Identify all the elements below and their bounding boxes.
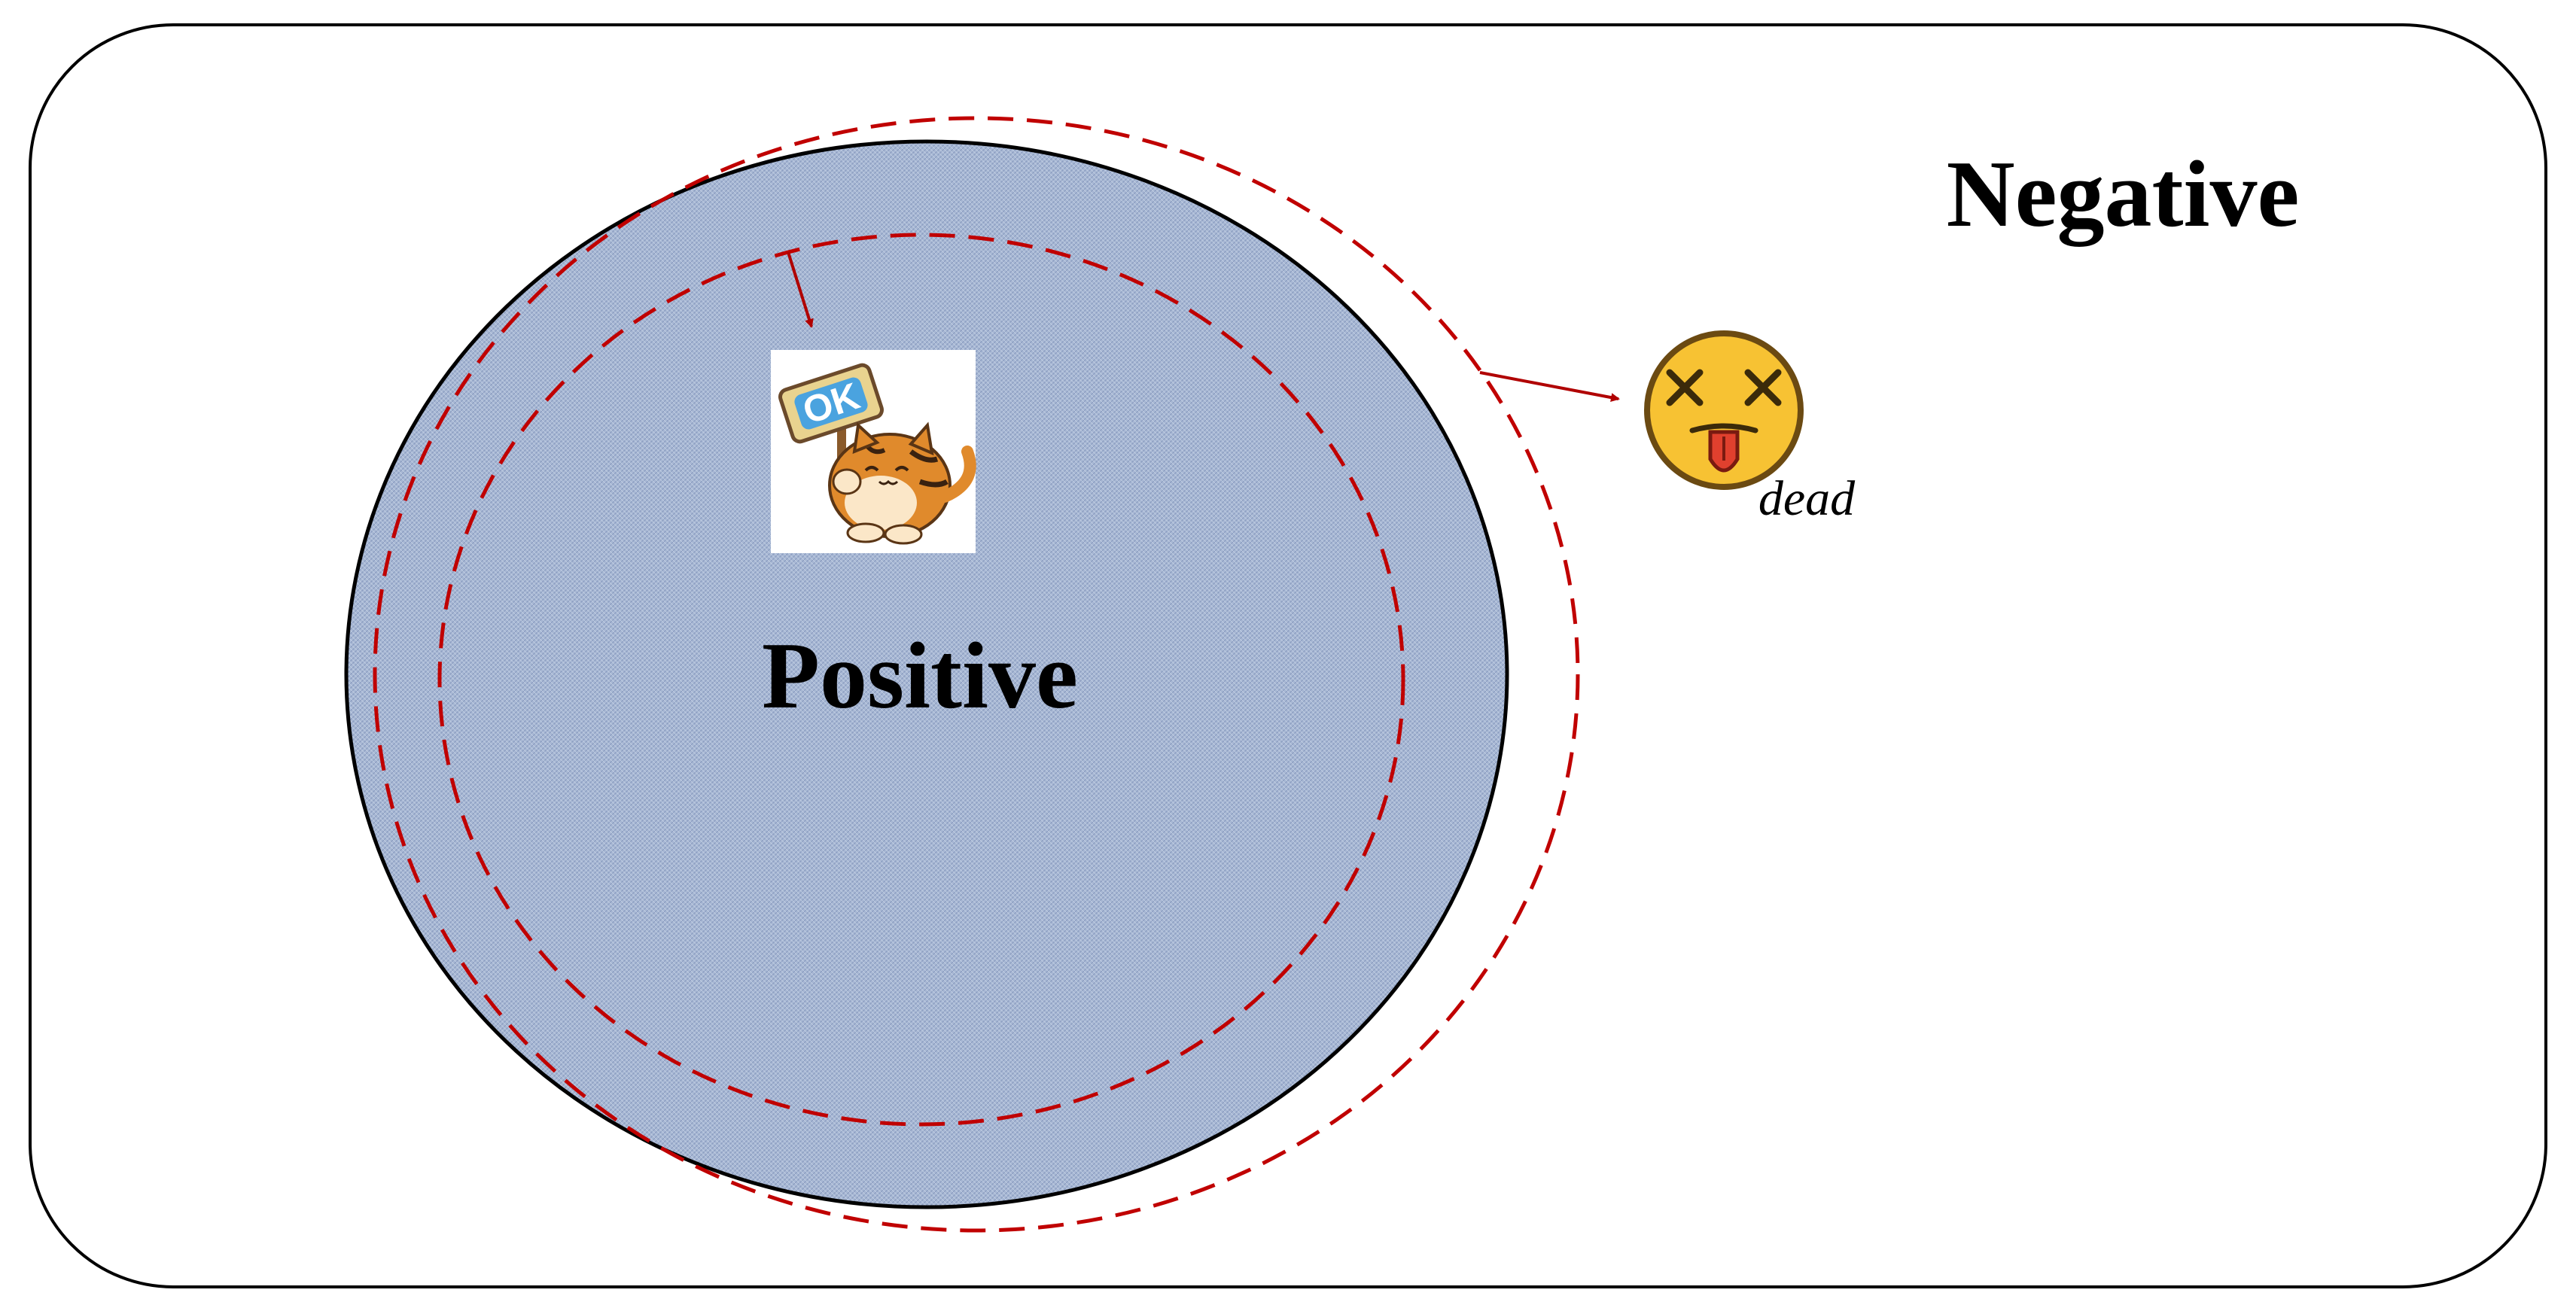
cat-ok-sticker-icon: OK	[771, 350, 976, 553]
arrow-to-dead	[1479, 371, 1620, 403]
inner-dashed-boundary	[437, 233, 1405, 1127]
arrow-to-ok	[787, 251, 814, 328]
dizzy-face-emoji-icon	[1644, 330, 1804, 490]
negative-label: Negative	[1947, 142, 2300, 247]
outer-dashed-boundary	[373, 116, 1580, 1233]
dead-caption: dead	[1758, 471, 1856, 526]
positive-label: Positive	[762, 624, 1078, 729]
positive-region	[344, 139, 1509, 1209]
